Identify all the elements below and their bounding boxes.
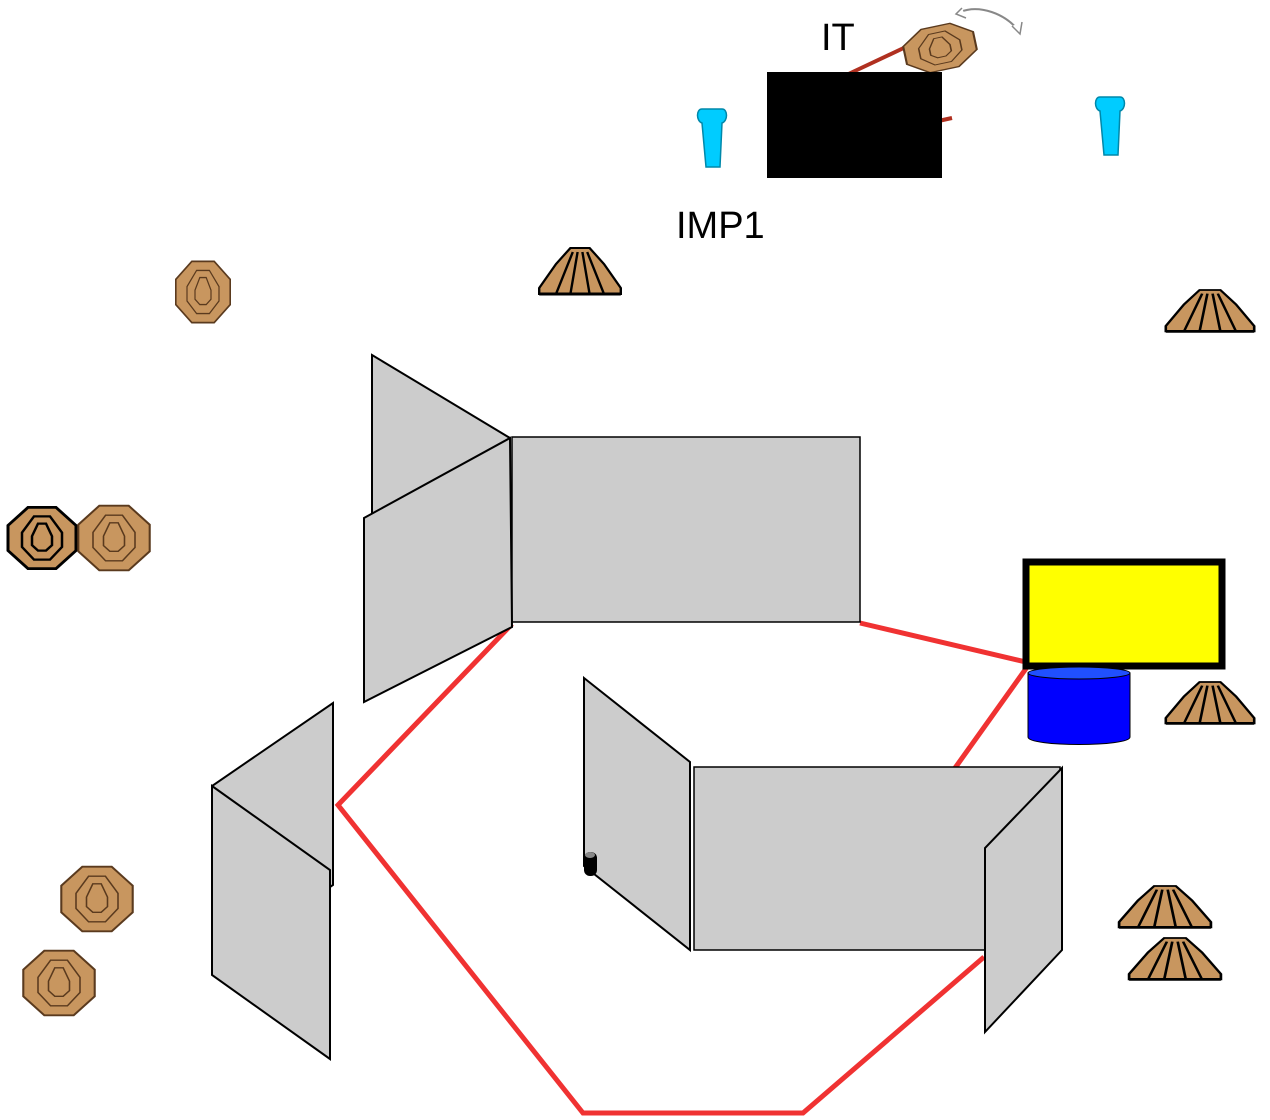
paper-target-icon (60, 865, 134, 933)
paper-target-icon (22, 949, 96, 1017)
popper-icon (1094, 96, 1126, 156)
steel-plate-target-icon (1119, 886, 1211, 927)
steel-plate-target-icon (1129, 938, 1221, 979)
label-imp1: IMP1 (676, 205, 765, 247)
fault-line-right (859, 620, 1035, 770)
table-icon (1022, 558, 1226, 670)
fault-line (334, 622, 986, 1116)
start-position-icon (584, 852, 597, 876)
steel-plate-target-icon (537, 246, 623, 296)
wall-upper (363, 353, 861, 704)
wall-lower-right (583, 675, 1063, 1035)
steel-plate-target-icon (1163, 288, 1257, 334)
wall-lower-left (211, 701, 334, 1061)
no-shoot-block (767, 72, 942, 178)
label-it: IT (821, 17, 855, 59)
paper-target-icon (6, 506, 78, 570)
paper-target-icon (174, 260, 232, 324)
barrel-icon (1027, 666, 1131, 745)
popper-icon (696, 108, 728, 168)
paper-target-icon (77, 504, 151, 572)
steel-plate-target-icon (1163, 680, 1257, 726)
